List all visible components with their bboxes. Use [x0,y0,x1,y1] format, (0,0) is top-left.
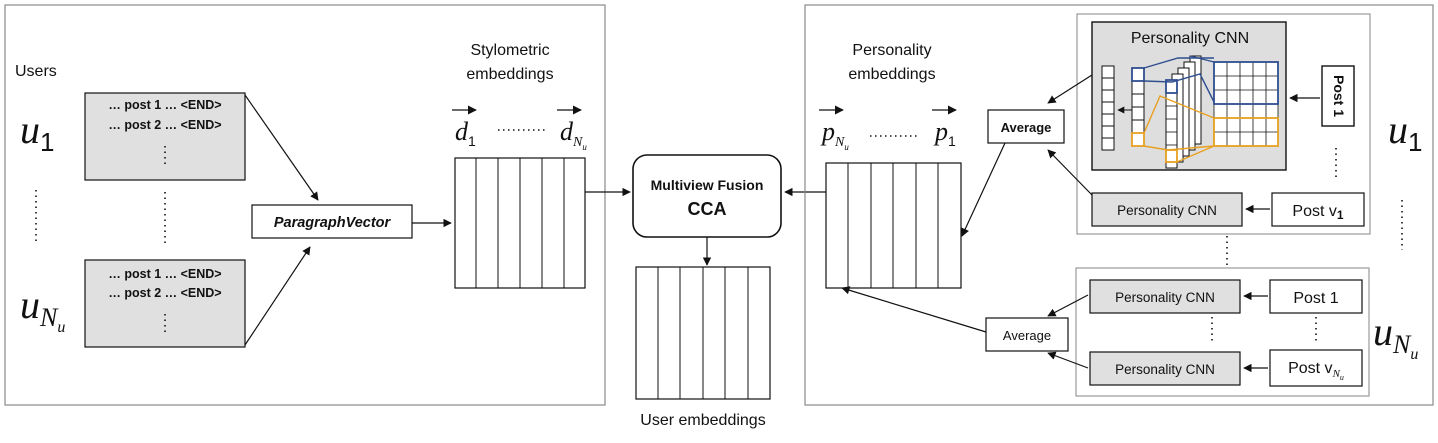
svg-text:p1: p1 [933,117,956,149]
right-panel: Personality embeddings pNu p1 Average A [804,4,1434,406]
svg-text:Average: Average [1003,328,1051,343]
stylometric-title: embeddings [466,66,553,83]
vector-pN: pNu [819,105,849,152]
user-last-cnn-group: Personality CNN Post 1 Personality CNN P… [1075,267,1370,397]
svg-text:Personality CNN: Personality CNN [1115,362,1215,377]
user-posts-box-last: … post 1 … <END> … post 2 … <END> [84,259,246,348]
stylometric-matrix [454,157,586,289]
users-label: Users [15,63,57,80]
post-1-box: Post 1 [1269,279,1363,314]
svg-text:Post 1: Post 1 [1331,75,1347,117]
personality-matrix [825,162,962,289]
post-1-vertical-box: Post 1 [1321,65,1355,127]
arrow-average-to-matrix [961,142,1006,237]
svg-text:Personality CNN: Personality CNN [1117,203,1217,218]
svg-text:Post 1: Post 1 [1293,290,1338,307]
multiview-fusion-box: Multiview Fusion CCA [632,154,782,238]
vector-p1: p1 [932,105,957,149]
post-vN-box: Post vNu [1269,349,1363,387]
svg-text:Post vNu: Post vNu [1288,360,1344,382]
svg-text:Personality CNN: Personality CNN [1115,290,1215,305]
post-line: … post 2 … <END> [108,118,221,132]
arrow-average-to-matrix [841,286,987,333]
personality-title: Personality [852,42,931,59]
stylometric-title: Stylometric [470,42,549,59]
user-last-symbol: uNu [1373,309,1418,363]
left-panel: Users u1 uNu … post 1 … <END> … post 2 …… [4,4,606,406]
personality-cnn-box-v1: Personality CNN [1091,192,1243,227]
post-line: … post 1 … <END> [108,98,221,112]
personality-title: embeddings [848,66,935,83]
arrow-cnn-to-average [1047,149,1093,196]
post-line: … post 1 … <END> [108,267,221,281]
svg-text:ParagraphVector: ParagraphVector [274,215,392,231]
post-line: … post 2 … <END> [108,286,221,300]
fusion-title: Multiview Fusion [651,177,764,193]
user-posts-box-first: … post 1 … <END> … post 2 … <END> [84,92,246,181]
personality-cnn-box-vN: Personality CNN [1089,351,1241,386]
vector-dN: dNu [557,105,587,152]
arrow-posts-to-pv [244,94,319,201]
user-first-cnn-group: Personality CNN [1076,13,1371,235]
post-v1-box: Post v1 [1271,192,1365,227]
user-first-symbol: u1 [20,107,54,157]
cnn-architecture-panel: Personality CNN [1091,21,1287,171]
arrow-posts-to-pv [244,246,311,346]
cnn-title: Personality CNN [1131,30,1249,47]
vector-d1: d1 [452,105,477,149]
svg-text:d1: d1 [455,117,476,149]
user-embeddings-matrix [635,266,771,400]
arrow-cnn-to-average [1047,351,1089,369]
user-embeddings-label: User embeddings [640,412,765,429]
arrow-cnn-to-average [1047,294,1089,317]
svg-text:pNu: pNu [820,117,849,152]
paragraph-vector-box: ParagraphVector [251,204,413,239]
average-box-top: Average [987,109,1065,144]
user-last-symbol: uNu [20,282,65,336]
user-first-symbol: u1 [1388,107,1422,157]
average-box-bottom: Average [985,317,1069,352]
personality-cnn-box-post1: Personality CNN [1089,279,1241,314]
fusion-method: CCA [688,199,727,219]
svg-text:Average: Average [1001,120,1052,135]
svg-text:Post v1: Post v1 [1292,203,1343,222]
arrow-cnn-to-average [1047,74,1093,104]
svg-text:dNu: dNu [560,117,587,152]
